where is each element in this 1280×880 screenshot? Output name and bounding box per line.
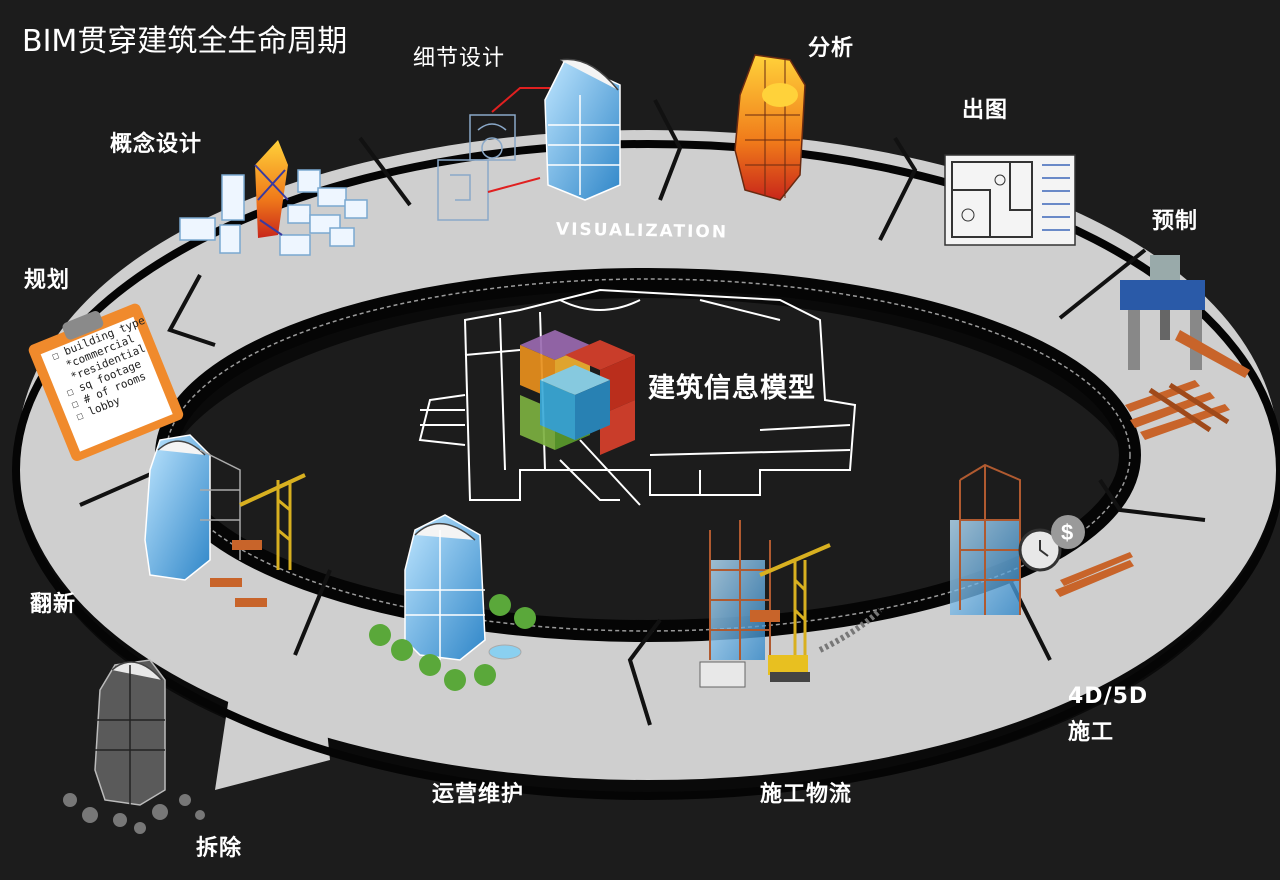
stage-label-demolition: 拆除 bbox=[196, 836, 243, 861]
stage-label-drawings: 出图 bbox=[962, 98, 1009, 123]
stage-label-planning: 规划 bbox=[24, 268, 71, 293]
construction-logistics-illustration bbox=[699, 520, 883, 688]
center-wireframe-building bbox=[418, 288, 857, 506]
stage-label-construction-4d5d-line2: 施工 bbox=[1068, 720, 1115, 745]
center-cube-cluster bbox=[520, 330, 635, 455]
operation-maintenance-illustration bbox=[369, 514, 536, 691]
construction-4d5d-illustration: $ bbox=[950, 463, 1134, 615]
stage-label-renovation: 翻新 bbox=[30, 592, 77, 617]
planning-clipboard-illustration bbox=[28, 303, 184, 461]
stage-label-construction-4d5d: 4D/5D bbox=[1068, 684, 1149, 709]
demolition-illustration bbox=[63, 659, 205, 834]
ring-band bbox=[12, 99, 1280, 800]
svg-text:$: $ bbox=[1061, 520, 1073, 545]
diagram-title: BIM贯穿建筑全生命周期 bbox=[22, 24, 348, 59]
renovation-illustration bbox=[144, 434, 306, 607]
stage-label-concept-design: 概念设计 bbox=[110, 132, 203, 157]
center-label: 建筑信息模型 bbox=[648, 373, 816, 404]
stage-label-analysis: 分析 bbox=[808, 36, 855, 61]
analysis-illustration bbox=[734, 54, 806, 201]
ring-label: VISUALIZATION bbox=[555, 219, 729, 243]
stage-label-detail-design: 细节设计 bbox=[413, 46, 506, 71]
drawings-illustration bbox=[944, 154, 1076, 246]
detail-design-illustration bbox=[437, 58, 621, 221]
prefab-illustration bbox=[1120, 255, 1250, 440]
concept-design-illustration bbox=[179, 140, 368, 256]
stage-label-construction-logistics: 施工物流 bbox=[760, 782, 853, 807]
stage-label-prefab: 预制 bbox=[1152, 209, 1199, 234]
stage-label-operation-maintenance: 运营维护 bbox=[432, 782, 525, 807]
